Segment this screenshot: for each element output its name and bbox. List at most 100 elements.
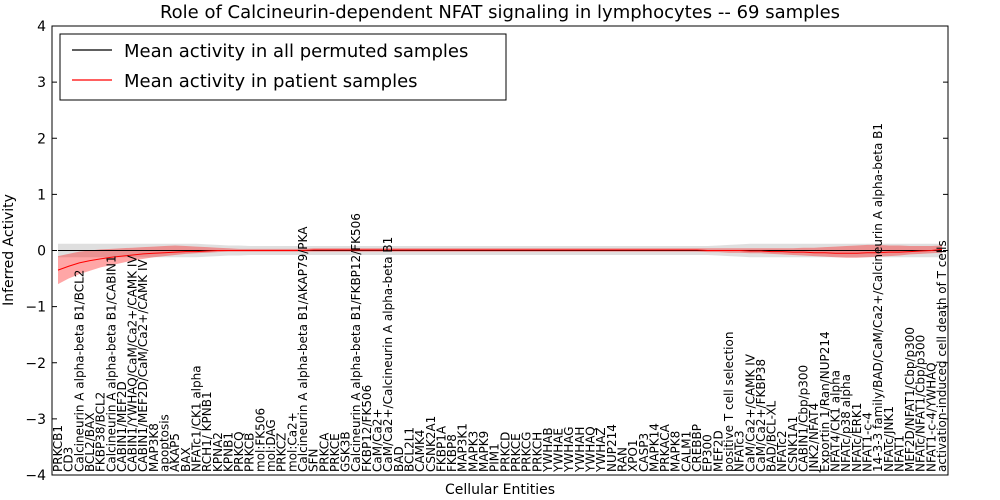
x-tick-label: CASP3 <box>637 433 651 472</box>
x-tick-label: CABIN1/MEF2D <box>115 381 129 472</box>
x-tick-label: MAPK3 <box>466 431 480 472</box>
x-tick-label: GSK3B <box>339 431 353 472</box>
x-tick-label: activation-induced cell death of T cells <box>935 240 949 472</box>
legend-box <box>59 33 507 101</box>
x-tick-label: BCL2L1 <box>402 427 416 472</box>
x-tick-label: CD3 <box>62 447 76 472</box>
x-tick-label: XPO1 <box>626 439 640 472</box>
y-tick-label: 4 <box>37 19 46 35</box>
legend-label-patient: Mean activity in patient samples <box>124 71 418 92</box>
x-tick-label: AKAP5 <box>168 433 182 472</box>
x-tick-label: MEF2D/NFAT1/Cbp/p300 <box>903 327 917 472</box>
x-tick-label: CALM1 <box>679 431 693 472</box>
y-tick-label: 0 <box>37 244 46 260</box>
x-tick-label: MAPK8 <box>669 431 683 472</box>
x-tick-label: CABIN1/YWHAQ/CaM/Ca2+/CAMK IV <box>126 255 140 472</box>
x-tick-label: mol:DAG <box>264 419 278 472</box>
x-tick-label: FKBP1A <box>434 425 448 472</box>
x-tick-label: NFATc3 <box>733 430 747 472</box>
x-tick-label: KPNB1 <box>221 432 235 472</box>
x-tick-label: RCH1/ KPNB1 <box>200 391 214 472</box>
x-tick-label: mol:FK506 <box>253 408 267 472</box>
x-tick-label: 14-3-3 family/BAD/CaM/Ca2+/Calcineurin A… <box>871 123 885 472</box>
y-axis-label: Inferred Activity <box>1 194 17 306</box>
x-tick-label: BAX <box>179 447 193 472</box>
x-tick-label: CABIN1/Cbp/p300 <box>797 365 811 472</box>
x-tick-label: PRKCG <box>520 432 534 472</box>
x-tick-label: YWHAH <box>573 427 587 473</box>
x-tick-label: MAP3K8 <box>147 423 161 472</box>
x-tick-label: MAPK14 <box>647 423 661 472</box>
x-tick-label: NFATc/p38 alpha <box>839 374 853 472</box>
x-tick-label: CaM/Ca2+/CAMK IV <box>743 353 757 472</box>
x-tick-label: PIM1 <box>488 443 502 472</box>
x-tick-label: CaM/Ca2+/Calcineurin A alpha-beta B1 <box>381 237 395 472</box>
x-tick-label: NFAT1-c-4/YWHAQ <box>924 362 938 472</box>
y-tick-label: −1 <box>25 300 46 316</box>
x-tick-label: PRKCH <box>530 432 544 472</box>
x-tick-label: PRKCA <box>317 432 331 472</box>
x-tick-label: PRKCB1 <box>51 425 65 472</box>
y-tick-label: 3 <box>37 75 46 91</box>
x-tick-label: BAD/BCL-XL <box>765 400 779 472</box>
y-tick-label: −2 <box>25 356 46 372</box>
x-tick-label: NFAT1-c-4 <box>860 412 874 472</box>
y-axis-ticks: −4 −3 −2 −1 0 1 2 3 4 <box>25 19 948 484</box>
x-tick-label: YWHAQ <box>584 426 598 473</box>
series-lines <box>57 248 943 271</box>
x-tick-label: FKBP38/BCL2 <box>94 392 108 472</box>
x-tick-label: PRKCZ <box>275 433 289 472</box>
legend-label-permuted: Mean activity in all permuted samples <box>124 41 468 62</box>
x-tick-label: PRKCB <box>243 433 257 472</box>
x-tick-label: YWHAE <box>552 428 566 473</box>
y-tick-label: 1 <box>37 187 46 203</box>
x-tick-label: JNK2/NFAT4 <box>807 403 821 473</box>
x-tick-label: mol:Ca2+ <box>285 412 299 472</box>
x-tick-label: PRKCE <box>509 433 523 472</box>
x-tick-label: BAD <box>392 446 406 472</box>
x-tick-label: CREBBP <box>690 424 704 472</box>
x-tick-label: PRKCE <box>328 433 342 472</box>
x-tick-label: CaM/Ca2+/FKBP38 <box>754 359 768 472</box>
x-tick-label: Calcineurin A alpha-beta B1/BCL2 <box>72 270 86 472</box>
x-tick-label: NFAT1 <box>892 435 906 472</box>
x-tick-label: PRKACA <box>658 423 672 472</box>
x-tick-label: Calcineurin A alpha-beta B1/FKBP12/FK506 <box>349 213 363 472</box>
x-tick-label: RAN <box>615 447 629 472</box>
x-axis-label: Cellular Entities <box>445 482 555 498</box>
y-tick-label: 2 <box>37 131 46 147</box>
x-tick-label: YWHAG <box>562 426 576 473</box>
x-tick-label: NFAT4/CK1 alpha <box>828 370 842 472</box>
x-tick-label: EP300 <box>701 434 715 472</box>
x-tick-label: YWHAZ <box>594 427 608 473</box>
x-tick-label: NFATc/NFAT1/Cbp/p300 <box>914 335 928 472</box>
x-tick-label: CaM/Ca2+ <box>371 408 385 472</box>
x-tick-label: CSNK2A1 <box>424 416 438 472</box>
x-tick-label: CAMK4 <box>413 430 427 472</box>
x-tick-label: MEF2D <box>711 430 725 472</box>
x-tick-label: Calcineurin A alpha-beta B1/CABIN1 <box>104 255 118 472</box>
x-tick-label: FKBP8 <box>445 434 459 472</box>
legend: Mean activity in all permuted samples Me… <box>59 33 507 101</box>
x-tick-label: YWHAB <box>541 427 555 473</box>
x-tick-label: NFATc/ERK1 <box>850 403 864 472</box>
x-tick-label: MAPK9 <box>477 431 491 472</box>
x-tick-label: SFN <box>307 449 321 473</box>
x-tick-label: NFATc2 <box>775 430 789 472</box>
patient-mean-line <box>57 248 943 271</box>
x-tick-label: MAP3K1 <box>456 423 470 472</box>
chart-title: Role of Calcineurin-dependent NFAT signa… <box>160 2 840 23</box>
y-tick-label: −3 <box>25 412 46 428</box>
x-tick-label: Exportin 1/Ran/NUP214 <box>818 331 832 472</box>
x-tick-label: positive T cell selection <box>722 332 736 472</box>
x-tick-label: NFATc/JNK1 <box>882 406 896 472</box>
x-tick-label: BCL2/BAX <box>83 413 97 472</box>
y-tick-label: −4 <box>25 468 46 484</box>
x-tick-label: NUP214 <box>605 424 619 472</box>
patient-confidence-band <box>58 244 942 285</box>
x-tick-label: PRKCD <box>498 432 512 472</box>
x-tick-label: NFATc1/CK1 alpha <box>189 365 203 472</box>
